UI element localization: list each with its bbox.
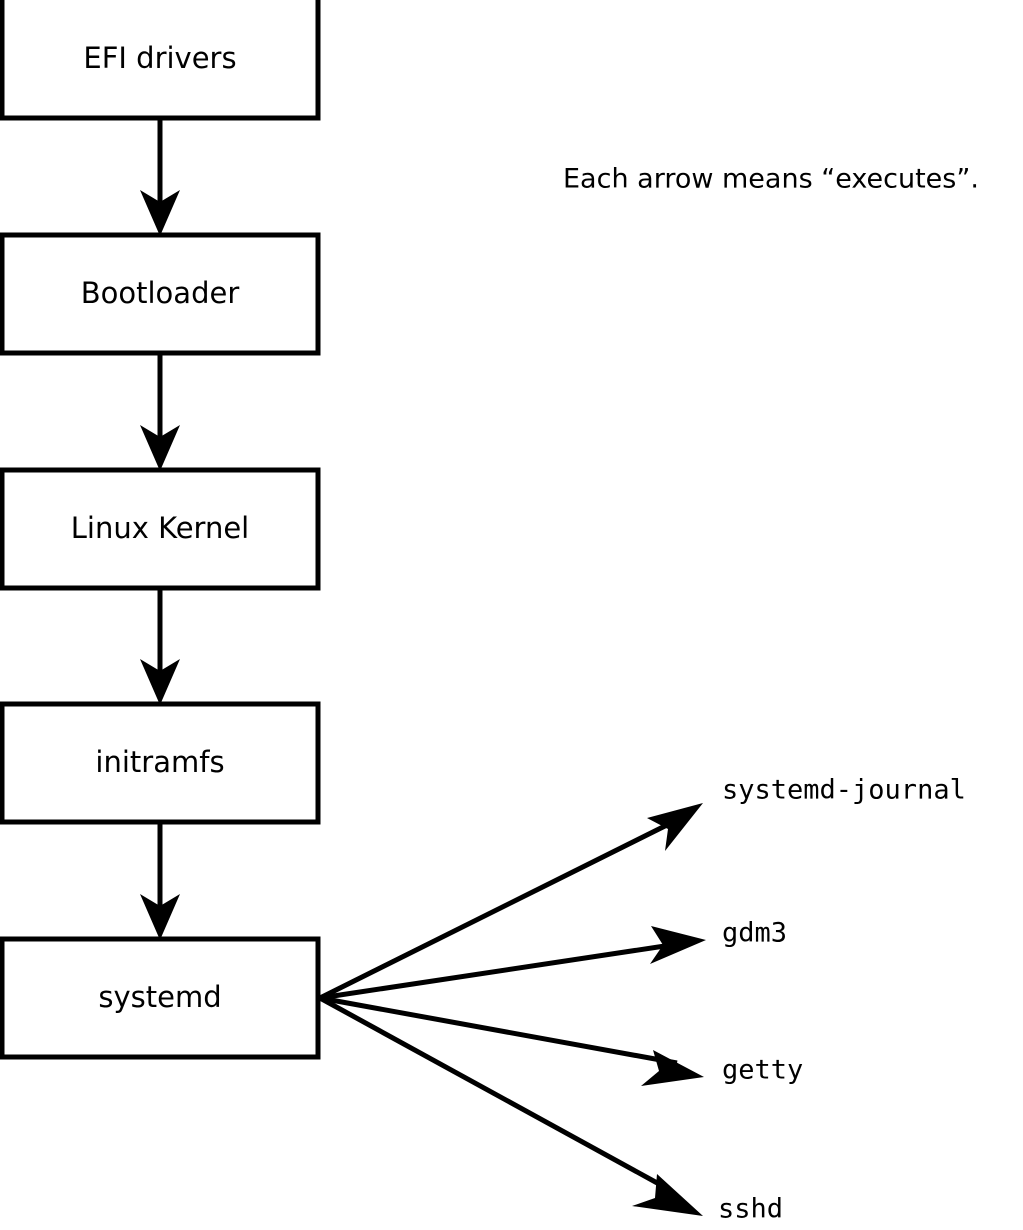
arrow-head-down-icon bbox=[140, 190, 180, 236]
flow-arrow-bootloader-to-kernel bbox=[140, 353, 180, 471]
stage-linux-kernel[interactable]: Linux Kernel bbox=[0, 467, 321, 591]
arrow-head-down-icon bbox=[140, 894, 180, 940]
flow-arrow-efi-to-bootloader bbox=[140, 118, 180, 236]
service-label-group: systemd-journal gdm3 getty sshd bbox=[718, 775, 966, 1225]
stage-label-efi-drivers: EFI drivers bbox=[83, 41, 236, 75]
arrow-head-down-icon bbox=[140, 425, 180, 471]
service-fanout-group bbox=[318, 803, 706, 1216]
fanout-arrow-systemd-journal bbox=[318, 803, 703, 1001]
stage-initramfs[interactable]: initramfs bbox=[0, 701, 321, 825]
service-label-systemd-journal: systemd-journal bbox=[722, 775, 966, 806]
flow-arrow-initramfs-to-systemd bbox=[140, 822, 180, 940]
stage-box-initramfs[interactable] bbox=[0, 701, 321, 825]
stage-systemd[interactable]: systemd bbox=[0, 936, 321, 1060]
legend-note: Each arrow means “executes”. bbox=[563, 164, 979, 195]
arrow-head-icon bbox=[647, 803, 703, 851]
stage-label-initramfs: initramfs bbox=[95, 745, 224, 779]
stage-label-linux-kernel: Linux Kernel bbox=[71, 511, 249, 545]
arrow-head-icon bbox=[641, 1050, 704, 1086]
stage-bootloader[interactable]: Bootloader bbox=[0, 232, 321, 356]
fanout-arrow-line bbox=[318, 995, 672, 1193]
fanout-arrow-gdm3 bbox=[319, 926, 706, 1001]
service-label-gdm3: gdm3 bbox=[722, 918, 787, 949]
stage-label-bootloader: Bootloader bbox=[81, 276, 240, 310]
fanout-arrow-getty bbox=[319, 995, 704, 1086]
arrow-head-icon bbox=[650, 926, 706, 964]
flow-arrow-kernel-to-initramfs bbox=[140, 588, 180, 705]
stage-box-systemd[interactable] bbox=[0, 936, 321, 1060]
flow-arrow-group bbox=[140, 118, 180, 940]
service-label-sshd: sshd bbox=[718, 1194, 783, 1225]
stage-label-systemd: systemd bbox=[98, 980, 221, 1014]
service-label-getty: getty bbox=[722, 1055, 803, 1086]
fanout-arrow-sshd bbox=[318, 995, 703, 1216]
fanout-arrow-line bbox=[319, 995, 678, 1066]
stage-efi-drivers[interactable]: EFI drivers bbox=[0, 0, 321, 121]
arrow-head-icon bbox=[632, 1174, 703, 1216]
fanout-arrow-line bbox=[319, 941, 679, 1001]
stage-box-efi-drivers[interactable] bbox=[0, 0, 321, 121]
fanout-arrow-line bbox=[318, 819, 675, 1001]
arrow-head-down-icon bbox=[140, 659, 180, 705]
